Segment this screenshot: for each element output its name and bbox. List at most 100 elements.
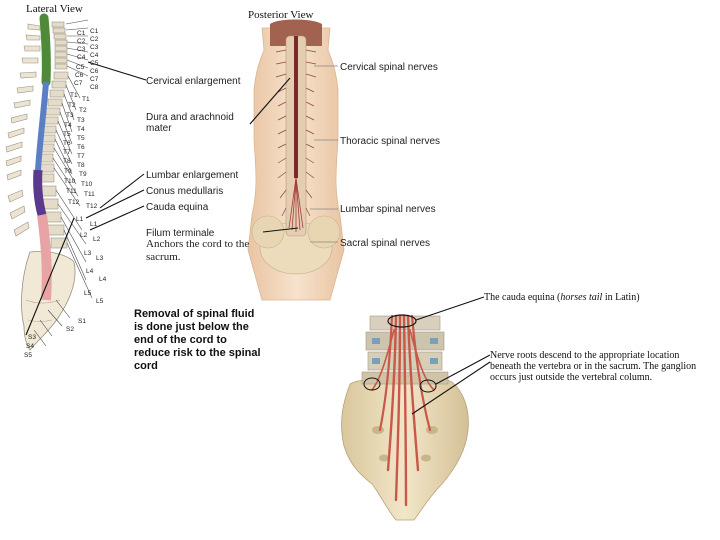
leader-lines bbox=[25, 61, 299, 336]
caption-suffix: in Latin) bbox=[602, 292, 640, 303]
posterior-ilium-left bbox=[251, 215, 285, 249]
vertebra-label: T3 bbox=[77, 117, 85, 124]
vertebra-label: T7 bbox=[63, 149, 71, 156]
vertebra-label: L3 bbox=[96, 255, 104, 262]
vertebra-label: S5 bbox=[24, 352, 32, 359]
posterior-view-title: Posterior View bbox=[248, 9, 314, 21]
vertebra-label: C6 bbox=[90, 68, 99, 75]
vertebra-label: T2 bbox=[79, 107, 87, 114]
sacral-foramen bbox=[421, 454, 431, 462]
nerve-roots-caption: Nerve roots descend to the appropriate l… bbox=[490, 350, 697, 383]
vertebra-label: T11 bbox=[84, 191, 95, 198]
posterior-ilium-right bbox=[307, 215, 341, 249]
vertebra-label: C2 bbox=[77, 38, 86, 45]
label-sacral-spinal-nerves: Sacral spinal nerves bbox=[340, 238, 431, 249]
vertebra-label: T3 bbox=[66, 112, 74, 119]
vertebra-label: T1 bbox=[70, 92, 78, 99]
lateral-sacrum bbox=[21, 251, 76, 351]
vertebra-label: C3 bbox=[90, 44, 99, 51]
vertebra-label: T9 bbox=[64, 168, 72, 175]
vertebra-label: T8 bbox=[63, 158, 71, 165]
thoracic-cord-segment bbox=[35, 81, 49, 171]
posterior-neck bbox=[270, 19, 322, 46]
caption-italic: horses tail bbox=[560, 292, 603, 303]
label-filum-terminale: Filum terminale bbox=[146, 228, 215, 239]
label-lumbar-spinal-nerves: Lumbar spinal nerves bbox=[340, 204, 436, 215]
label-anchors: Anchors the cord to the sacrum. bbox=[146, 238, 250, 263]
vertebra-label: C7 bbox=[74, 80, 83, 87]
vertebra-label: C6 bbox=[75, 72, 84, 79]
posterior-label-lines bbox=[310, 65, 338, 243]
vertebra-label: S2 bbox=[66, 326, 74, 333]
vertebra-label: L2 bbox=[80, 232, 88, 239]
vertebra-label: C7 bbox=[90, 76, 99, 83]
vertebra-label: T8 bbox=[77, 162, 85, 169]
vertebra-label: T6 bbox=[77, 144, 85, 151]
vertebra-label: T12 bbox=[86, 203, 98, 210]
vertebra-label: L2 bbox=[93, 236, 101, 243]
vertebra-label: T4 bbox=[64, 122, 72, 129]
vertebra-label: L1 bbox=[76, 216, 84, 223]
caption-prefix: The cauda equina ( bbox=[484, 292, 561, 303]
label-cervical-spinal-nerves: Cervical spinal nerves bbox=[340, 62, 438, 73]
label-dura-arachnoid: Dura and arachnoid mater bbox=[146, 112, 234, 134]
vertebra-label: C5 bbox=[76, 64, 85, 71]
vertebra-label: T10 bbox=[64, 178, 76, 185]
vertebra-label: T11 bbox=[66, 188, 77, 195]
posterior-view-figure bbox=[247, 19, 345, 301]
vertebra-label: C8 bbox=[90, 84, 99, 91]
vertebra-label: L4 bbox=[86, 268, 94, 275]
vertebra-label: L1 bbox=[90, 221, 98, 228]
cauda-equina-figure bbox=[341, 314, 469, 521]
vertebral-column bbox=[38, 21, 69, 249]
vertebra-label: C1 bbox=[90, 28, 99, 35]
vertebra-label: T10 bbox=[81, 181, 93, 188]
lumbar-cord-segment bbox=[33, 169, 47, 217]
vertebra-label: T2 bbox=[68, 102, 76, 109]
vertebra-label: C3 bbox=[77, 46, 86, 53]
vertebra-label: C5 bbox=[90, 60, 99, 67]
label-cervical-enlargement: Cervical enlargement bbox=[146, 76, 241, 87]
vertebra-label: C4 bbox=[77, 54, 86, 61]
vertebra-label: C2 bbox=[90, 36, 99, 43]
vertebra-label: L5 bbox=[84, 290, 92, 297]
lumbar-puncture-note: Removal of spinal fluid is done just bel… bbox=[134, 308, 261, 372]
cauda-equina-nerves bbox=[371, 314, 435, 507]
vertebra-label: T6 bbox=[63, 140, 71, 147]
posterior-cauda-fibers bbox=[288, 177, 304, 232]
label-lumbar-enlargement: Lumbar enlargement bbox=[146, 170, 239, 181]
sacral-foramen bbox=[372, 426, 384, 434]
cauda-equina-caption: The cauda equina (horses tail in Latin) bbox=[484, 292, 640, 303]
vertebra-label: T7 bbox=[77, 153, 85, 160]
vertebra-label: T1 bbox=[82, 96, 90, 103]
vertebra-label: L3 bbox=[84, 250, 92, 257]
vertebra-label: T9 bbox=[79, 171, 87, 178]
vertebra-label: C4 bbox=[90, 52, 99, 59]
posterior-nerve-rootlets bbox=[275, 49, 317, 217]
vertebra-label: C1 bbox=[77, 30, 86, 37]
ganglion-marker bbox=[363, 377, 381, 391]
photo-leader-lines bbox=[411, 296, 491, 415]
ganglion-marker bbox=[419, 379, 437, 393]
lateral-view-title: Lateral View bbox=[26, 3, 83, 15]
sacral-foramen bbox=[379, 454, 389, 462]
vertebra-label: S3 bbox=[28, 334, 36, 341]
label-cauda-equina: Cauda equina bbox=[146, 202, 209, 213]
cervical-cord-segment bbox=[39, 13, 51, 87]
vertebra-label: S4 bbox=[26, 343, 34, 350]
sacral-cord-segment bbox=[37, 214, 52, 301]
lateral-view-figure bbox=[5, 13, 93, 351]
label-conus-medullaris: Conus medullaris bbox=[146, 186, 224, 197]
vertebra-label: T5 bbox=[77, 135, 85, 142]
sacral-foramen bbox=[426, 426, 438, 434]
vertebra-label: T5 bbox=[63, 131, 71, 138]
vertebra-label: T4 bbox=[77, 126, 85, 133]
dural-sac-marker bbox=[387, 314, 417, 328]
vertebra-label: S1 bbox=[78, 318, 86, 325]
vertebra-label: T12 bbox=[68, 199, 80, 206]
spinous-processes bbox=[5, 23, 41, 237]
vertebra-label: L4 bbox=[99, 276, 107, 283]
vertebra-label: L5 bbox=[96, 298, 104, 305]
label-thoracic-spinal-nerves: Thoracic spinal nerves bbox=[340, 136, 441, 147]
